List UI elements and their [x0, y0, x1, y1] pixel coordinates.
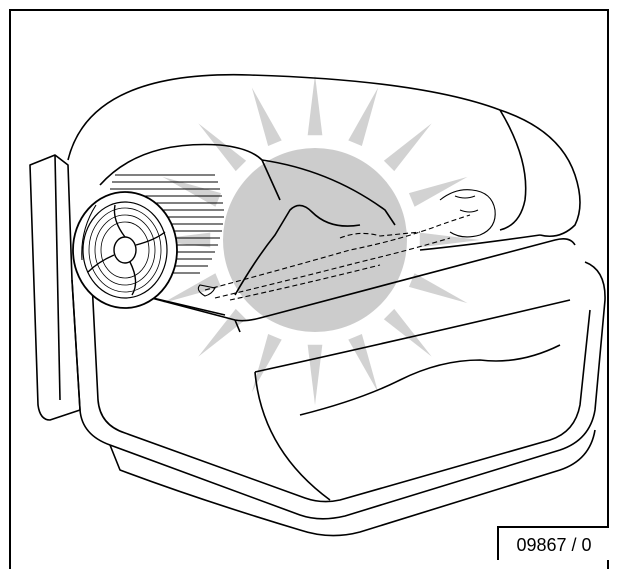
person-head	[439, 189, 496, 238]
sun-ray	[348, 333, 379, 393]
sun-ray	[162, 176, 222, 207]
person-icon	[204, 214, 471, 301]
sun-ray	[150, 232, 211, 248]
figure-reference-code: 09867 / 0	[497, 526, 609, 560]
sun-ray	[383, 123, 432, 172]
sun-ray	[198, 123, 247, 172]
sun-ray	[251, 87, 282, 147]
sun-ray	[348, 87, 379, 147]
sun-ray	[251, 333, 282, 393]
sun-ray	[307, 75, 323, 136]
sun-ray	[383, 308, 432, 357]
sun-ray	[408, 176, 468, 207]
fan-icon	[72, 191, 178, 309]
bed-lid	[67, 73, 581, 296]
sun-disc	[223, 148, 407, 332]
sun-ray	[307, 344, 323, 405]
bed-side-panel	[29, 154, 81, 421]
bed-base	[71, 261, 606, 537]
sun-ray	[162, 273, 222, 304]
sun-ray	[408, 273, 468, 304]
sun-icon	[150, 75, 480, 405]
sun-ray	[198, 308, 247, 357]
sun-ray	[419, 232, 480, 248]
person-feet	[197, 284, 216, 297]
